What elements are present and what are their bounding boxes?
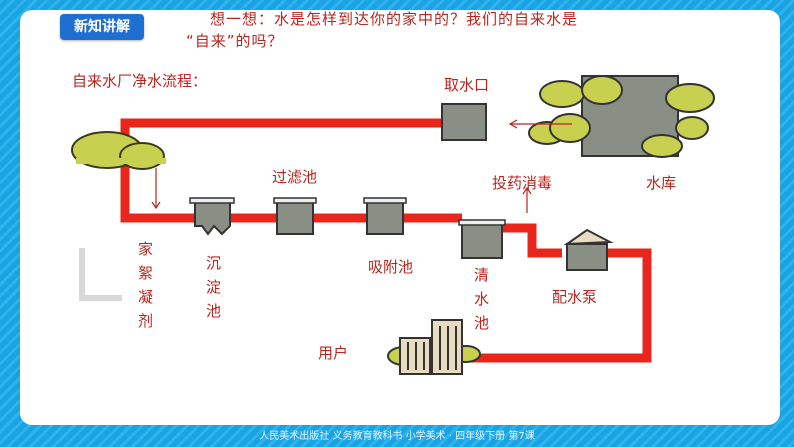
reservoir-icon [528, 75, 715, 158]
vert-coag-char: 絮 [138, 264, 153, 282]
water-pipe [120, 118, 652, 363]
question-line-1: 想一想：水是怎样到达你的家中的？我们的自来水是 [210, 10, 579, 28]
vert-sed-char: 沉 [206, 254, 221, 272]
vert-clear-char: 清 [474, 266, 489, 284]
section-badge: 新知讲解 [60, 14, 144, 40]
question-text: 想一想：水是怎样到达你的家中的？我们的自来水是 “自来”的吗？ [180, 8, 700, 52]
clear-water-tank [458, 219, 506, 259]
background-pipe [79, 248, 122, 301]
label-reservoir: 水库 [646, 174, 676, 192]
arrow-down-icon [151, 168, 161, 210]
vert-sed-char: 淀 [206, 278, 221, 296]
question-line-2: “自来”的吗？ [186, 32, 284, 50]
vert-coag-char: 剂 [138, 312, 153, 330]
vert-sed-char: 池 [206, 302, 221, 320]
diagram-svg: 自来水厂净水流程： 取水口 水库 过滤池 投药消毒 吸附池 配水泵 用户 家絮凝… [71, 72, 715, 375]
vert-clear-char: 池 [474, 314, 489, 332]
label-pump: 配水泵 [552, 288, 597, 306]
adsorption-tank [363, 197, 407, 235]
label-adsorption: 吸附池 [368, 258, 413, 276]
diagram-title: 自来水厂净水流程： [72, 72, 207, 90]
pump-icon [563, 228, 614, 271]
label-disinfect: 投药消毒 [492, 174, 552, 192]
filter-tank [273, 197, 317, 235]
footer-text: 人民美术出版社 义务教育教科书 小学美术 · 四年级下册 第7课 [259, 431, 535, 442]
label-intake: 取水口 [444, 76, 489, 94]
bush-icon [71, 131, 166, 170]
water-treatment-diagram: 自来水厂净水流程： 取水口 水库 过滤池 投药消毒 吸附池 配水泵 用户 家絮凝… [62, 58, 734, 384]
intake-box [441, 103, 487, 141]
buildings-icon [387, 319, 481, 375]
label-filter: 过滤池 [272, 168, 317, 186]
vert-coag-char: 家 [138, 240, 153, 258]
label-user: 用户 [318, 344, 348, 362]
vert-coag-char: 凝 [138, 288, 153, 306]
arrow-left-icon [508, 119, 572, 129]
arrow-up-icon [522, 186, 532, 213]
sedimentation-tank [189, 197, 235, 236]
label-clear-water: 清水池 [474, 266, 489, 332]
label-sedimentation: 沉淀池 [206, 254, 221, 320]
vert-clear-char: 水 [474, 290, 489, 308]
